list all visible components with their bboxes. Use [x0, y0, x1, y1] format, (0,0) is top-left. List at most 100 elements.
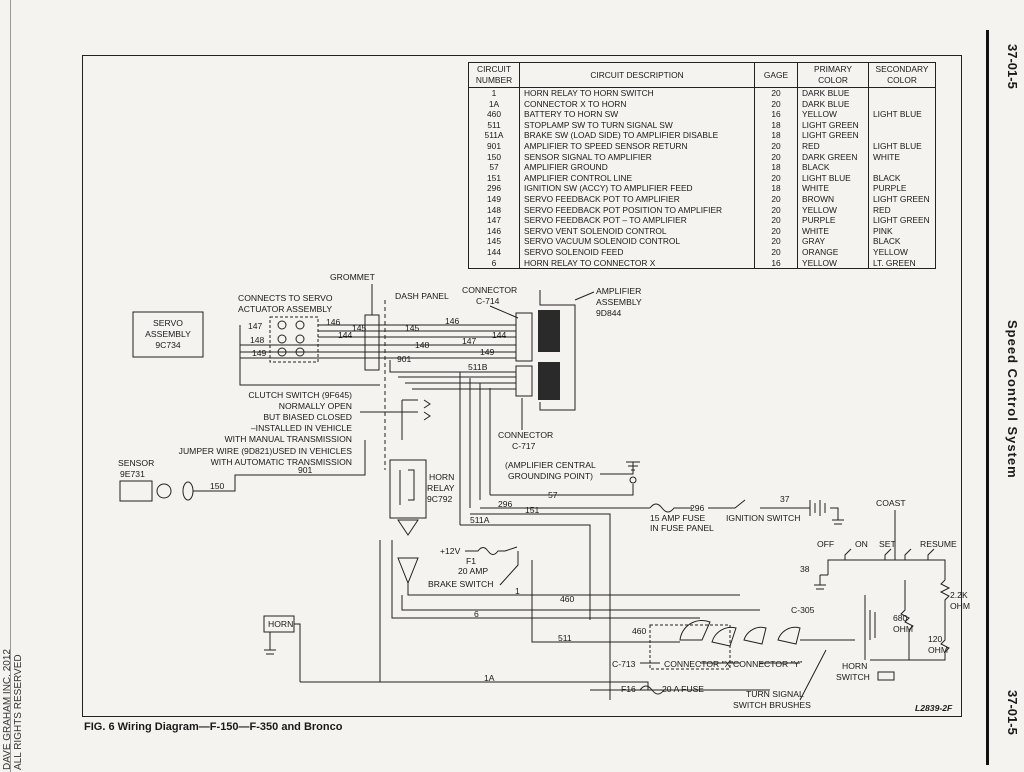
wire-number: 901 — [397, 354, 412, 364]
ignition-wire — [708, 499, 810, 509]
f1-label-2: 20 AMP — [458, 566, 488, 576]
resume-label: RESUME — [920, 539, 957, 549]
wire-460 — [401, 595, 760, 611]
turn-signal-leader — [799, 649, 827, 701]
figure-caption: FIG. 6 Wiring Diagram—F-150—F-350 and Br… — [84, 721, 343, 733]
on-label: ON — [855, 539, 868, 549]
wire-number: 144 — [338, 330, 353, 340]
brake-switch-label: BRAKE SWITCH — [428, 579, 493, 589]
wire-number: 145 — [405, 323, 420, 333]
connector-c714 — [515, 312, 533, 362]
servo-assembly-box — [132, 311, 204, 358]
wire-number: 148 — [415, 340, 430, 350]
circuit-table: CIRCUIT NUMBER CIRCUIT DESCRIPTION GAGE … — [468, 62, 936, 270]
leader-line — [574, 291, 595, 301]
sensor-label-2: 9E731 — [120, 469, 145, 479]
wire-number: 511A — [470, 515, 490, 525]
wire-number: 296 — [690, 503, 705, 513]
sensor-connector — [156, 483, 172, 499]
clutch-label-3: BUT BIASED CLOSED — [263, 412, 352, 422]
amplifier-lower-wires — [389, 360, 516, 525]
connects-servo-label-1: CONNECTS TO SERVO — [238, 293, 333, 303]
wire-number: 151 — [525, 505, 540, 515]
clutch-label-4: –INSTALLED IN VEHICLE — [251, 423, 352, 433]
cell-secondary-color: PURPLE — [868, 183, 936, 194]
wire-number: 38 — [800, 564, 810, 574]
servo-label-2: ASSEMBLY — [145, 329, 191, 339]
cell-secondary-color: RED — [868, 204, 936, 216]
off-label: OFF — [817, 539, 834, 549]
table-header-row: CIRCUIT NUMBER CIRCUIT DESCRIPTION GAGE … — [468, 62, 936, 88]
connector-c714-label-1: CONNECTOR — [462, 285, 517, 295]
horn-ground — [264, 632, 276, 655]
horn-switch-contact — [877, 671, 895, 681]
connector-x-label: CONNECTOR "X" — [664, 659, 733, 669]
clutch-switch — [360, 399, 431, 440]
connector-c717 — [515, 365, 533, 397]
servo-pin — [295, 320, 305, 330]
cell-secondary-color — [868, 162, 936, 173]
turn-signal-connectors — [640, 619, 855, 670]
wire-1a — [300, 540, 649, 690]
amplifier-outline — [539, 290, 576, 411]
plus12v-label: +12V — [440, 546, 461, 556]
wire-number: 511B — [468, 362, 488, 372]
wire-number: 147 — [462, 336, 477, 346]
amp-ground-label-1: (AMPLIFIER CENTRAL — [505, 460, 596, 470]
figure-id: L2839-2F — [915, 703, 953, 713]
servo-pin — [295, 334, 305, 344]
cell-secondary-color: BLACK — [868, 172, 936, 184]
servo-label-1: SERVO — [153, 318, 183, 328]
cell-secondary-color: LIGHT BLUE — [868, 140, 936, 152]
wire-number: 147 — [248, 321, 263, 331]
set-label: SET — [879, 539, 896, 549]
horn-relay-label-3: 9C792 — [427, 494, 453, 504]
amplifier-label-3: 9D844 — [596, 308, 622, 318]
wire-number: 148 — [250, 335, 265, 345]
section-title: Speed Control System — [1005, 320, 1020, 479]
wire-number: 901 — [298, 465, 313, 475]
fuse-15a — [649, 503, 692, 513]
wire-f16 — [590, 685, 770, 695]
header-secondary-color: SECONDARY COLOR — [868, 62, 936, 88]
wire-number: 150 — [210, 481, 225, 491]
r22k-label-1: 2.2K — [950, 590, 968, 600]
wire-number: 149 — [252, 348, 267, 358]
cell-secondary-color: LIGHT GREEN — [868, 193, 936, 205]
wire-number: 57 — [548, 490, 558, 500]
sensor-label-1: SENSOR — [118, 458, 154, 468]
cell-secondary-color — [868, 87, 936, 99]
jumper-label-2: WITH AUTOMATIC TRANSMISSION — [211, 457, 352, 467]
cell-secondary-color — [868, 130, 936, 141]
amplifier-label-2: ASSEMBLY — [596, 297, 642, 307]
connector-c717-label-1: CONNECTOR — [498, 430, 553, 440]
wire-6 — [391, 540, 700, 619]
wire-number: 146 — [445, 316, 460, 326]
wire-number: 146 — [326, 317, 341, 327]
servo-pin — [277, 334, 287, 344]
jumper-label-1: JUMPER WIRE (9D821)USED IN VEHICLES — [179, 446, 353, 456]
turn-signal-label-1: TURN SIGNAL — [746, 689, 804, 699]
horn-relay-label-1: HORN — [429, 472, 454, 482]
diagram-frame — [82, 55, 962, 717]
battery-symbol — [809, 500, 844, 525]
connects-servo-label-2: ACTUATOR ASSEMBLY — [238, 304, 332, 314]
page-edge-line — [10, 0, 11, 772]
wire-number: 6 — [474, 609, 479, 619]
relay-terminal — [397, 519, 419, 536]
page-number-top: 37-01-5 — [1005, 44, 1020, 89]
fuse20a-label: 20 A FUSE — [662, 684, 704, 694]
r680-label-1: 680 — [893, 613, 908, 623]
f1-label-1: F1 — [466, 556, 476, 566]
clutch-label-1: CLUTCH SWITCH (9F645) — [248, 390, 352, 400]
